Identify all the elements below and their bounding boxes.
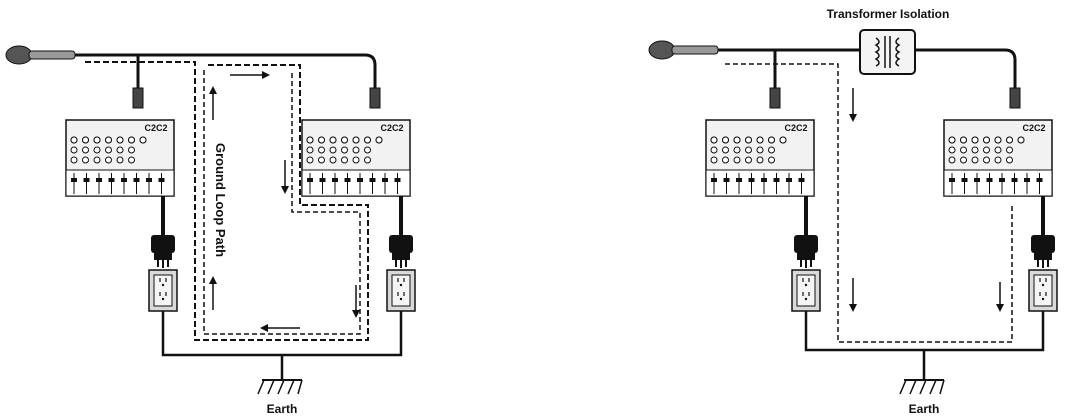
left-xlr-connector-b bbox=[369, 87, 381, 109]
ground-loop-path-label: Ground Loop Path bbox=[213, 143, 228, 257]
right-earth-label: Earth bbox=[909, 402, 940, 416]
wall-outlet-icon bbox=[386, 269, 416, 312]
microphone-icon bbox=[5, 45, 76, 65]
right-ground-wire bbox=[804, 311, 1045, 380]
earth-ground-icon bbox=[257, 379, 303, 395]
left-diagram: C2C2 C2C2 Earth bbox=[5, 45, 416, 416]
isolated-dashed-path-left bbox=[725, 63, 1013, 343]
earth-ground-icon bbox=[899, 379, 945, 395]
right-signal-cable-b bbox=[915, 48, 1017, 95]
power-plug-icon bbox=[389, 235, 413, 268]
arrow-icon bbox=[996, 282, 1004, 312]
mixer-icon: C2C2 bbox=[65, 119, 175, 197]
arrow-icon bbox=[209, 276, 217, 310]
arrow-icon bbox=[281, 160, 289, 194]
left-earth-label: Earth bbox=[267, 402, 298, 416]
right-diagram: Transformer Isolation C2C2 C2C2 bbox=[648, 7, 1058, 416]
transformer-icon bbox=[859, 29, 916, 75]
wall-outlet-icon bbox=[791, 269, 821, 312]
arrow-icon bbox=[849, 278, 857, 312]
left-ground-wire bbox=[161, 311, 403, 380]
transformer-isolation-label: Transformer Isolation bbox=[827, 7, 950, 21]
arrow-icon bbox=[849, 88, 857, 122]
ground-loop-dashed-path-inner bbox=[203, 70, 361, 335]
mixer-panel-label: C2C2 bbox=[784, 123, 807, 133]
mixer-icon: C2C2 bbox=[301, 119, 411, 197]
mixer-icon: C2C2 bbox=[943, 119, 1053, 197]
arrow-icon bbox=[260, 324, 300, 332]
ground-loop-dashed-path-outer bbox=[85, 61, 369, 341]
power-plug-icon bbox=[1031, 235, 1055, 268]
arrow-icon bbox=[209, 86, 217, 120]
left-xlr-connector-a bbox=[132, 87, 144, 109]
right-xlr-connector-b bbox=[1009, 87, 1021, 109]
mixer-panel-label: C2C2 bbox=[144, 123, 167, 133]
wall-outlet-icon bbox=[148, 269, 178, 312]
microphone-icon bbox=[648, 40, 719, 60]
arrow-icon bbox=[230, 71, 270, 79]
power-plug-icon bbox=[794, 235, 818, 268]
mixer-panel-label: C2C2 bbox=[380, 123, 403, 133]
mixer-icon: C2C2 bbox=[705, 119, 815, 197]
wall-outlet-icon bbox=[1028, 269, 1058, 312]
arrow-icon bbox=[352, 285, 360, 318]
power-plug-icon bbox=[151, 235, 175, 268]
mixer-panel-label: C2C2 bbox=[1022, 123, 1045, 133]
right-xlr-connector-a bbox=[769, 87, 781, 109]
